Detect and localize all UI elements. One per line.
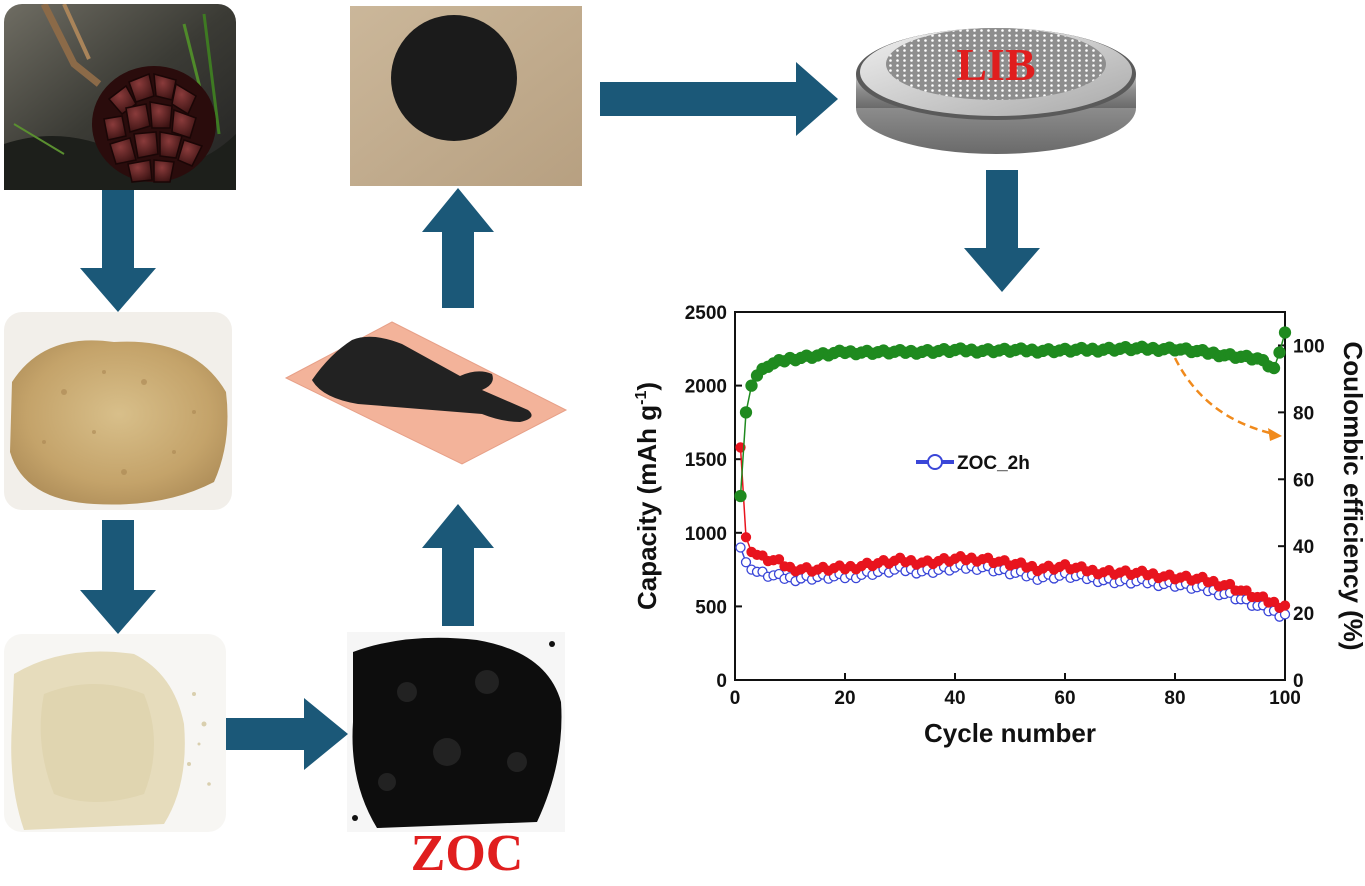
- efficiency-point: [1278, 326, 1292, 339]
- efficiency-point: [734, 489, 747, 503]
- arrow-down-1: [80, 190, 156, 312]
- discharge-capacity-point: [1279, 600, 1291, 611]
- x-tick-label: 80: [1164, 688, 1185, 709]
- y-left-tick-label: 500: [695, 597, 727, 618]
- y-right-tick-label: 60: [1293, 470, 1314, 491]
- electrode-disc-photo: [350, 6, 582, 186]
- x-tick-label: 20: [834, 688, 855, 709]
- coin-cell-illustration: LIB: [852, 8, 1140, 158]
- discharge-capacity-point: [773, 554, 785, 565]
- arrow-down-3: [964, 170, 1040, 292]
- series-layer: [734, 326, 1292, 622]
- x-tick-label: 0: [730, 688, 741, 709]
- efficiency-annotation-arrow: [1173, 357, 1282, 441]
- lib-label: LIB: [956, 39, 1035, 90]
- efficiency-point: [1267, 361, 1281, 375]
- coated-foil-illustration: [282, 318, 568, 466]
- plot-frame: [734, 311, 1286, 681]
- zoc-label: ZOC: [410, 825, 524, 882]
- y-right-tick-label: 100: [1293, 336, 1325, 357]
- efficiency-point: [739, 406, 753, 419]
- y-axis-right-title: Coulombic efficiency (%): [1338, 341, 1365, 650]
- x-tick-label: 60: [1054, 688, 1075, 709]
- y-right-tick-label: 0: [1293, 671, 1304, 692]
- arrow-right-1: [226, 698, 348, 770]
- y-right-tick-label: 80: [1293, 403, 1314, 424]
- x-axis-title: Cycle number: [924, 718, 1096, 748]
- y-left-tick-label: 0: [716, 671, 727, 692]
- arrow-right-2: [600, 62, 838, 136]
- efficiency-point: [1273, 346, 1286, 359]
- treated-powder-photo: [4, 634, 226, 832]
- y-left-tick-label: 2000: [685, 377, 727, 398]
- zoc-carbon-photo: [347, 632, 565, 832]
- charge-capacity-point: [740, 557, 752, 568]
- legend: ZOC_2h: [916, 453, 1030, 474]
- efficiency-point: [745, 379, 758, 392]
- y-right-tick-label: 20: [1293, 604, 1314, 625]
- discharge-capacity-point: [1241, 585, 1252, 596]
- legend-label: ZOC_2h: [957, 453, 1030, 474]
- arrow-down-2: [80, 520, 156, 634]
- arrow-up-2: [422, 188, 494, 308]
- charge-capacity-point: [735, 542, 746, 553]
- biomass-powder-photo: [4, 312, 232, 510]
- y-left-tick-label: 2500: [685, 303, 727, 324]
- y-left-tick-label: 1000: [685, 524, 727, 545]
- pine-cone-photo: [4, 4, 236, 190]
- y-left-tick-label: 1500: [685, 450, 727, 471]
- y-right-tick-label: 40: [1293, 537, 1314, 558]
- discharge-capacity-point: [735, 442, 746, 453]
- arrow-up-1: [422, 504, 494, 626]
- y-axis-left-title: Capacity (mAh g-1): [632, 382, 662, 610]
- x-tick-label: 100: [1269, 688, 1301, 709]
- discharge-capacity-point: [740, 532, 752, 543]
- discharge-capacity-point: [1224, 578, 1236, 590]
- x-tick-label: 40: [944, 688, 965, 709]
